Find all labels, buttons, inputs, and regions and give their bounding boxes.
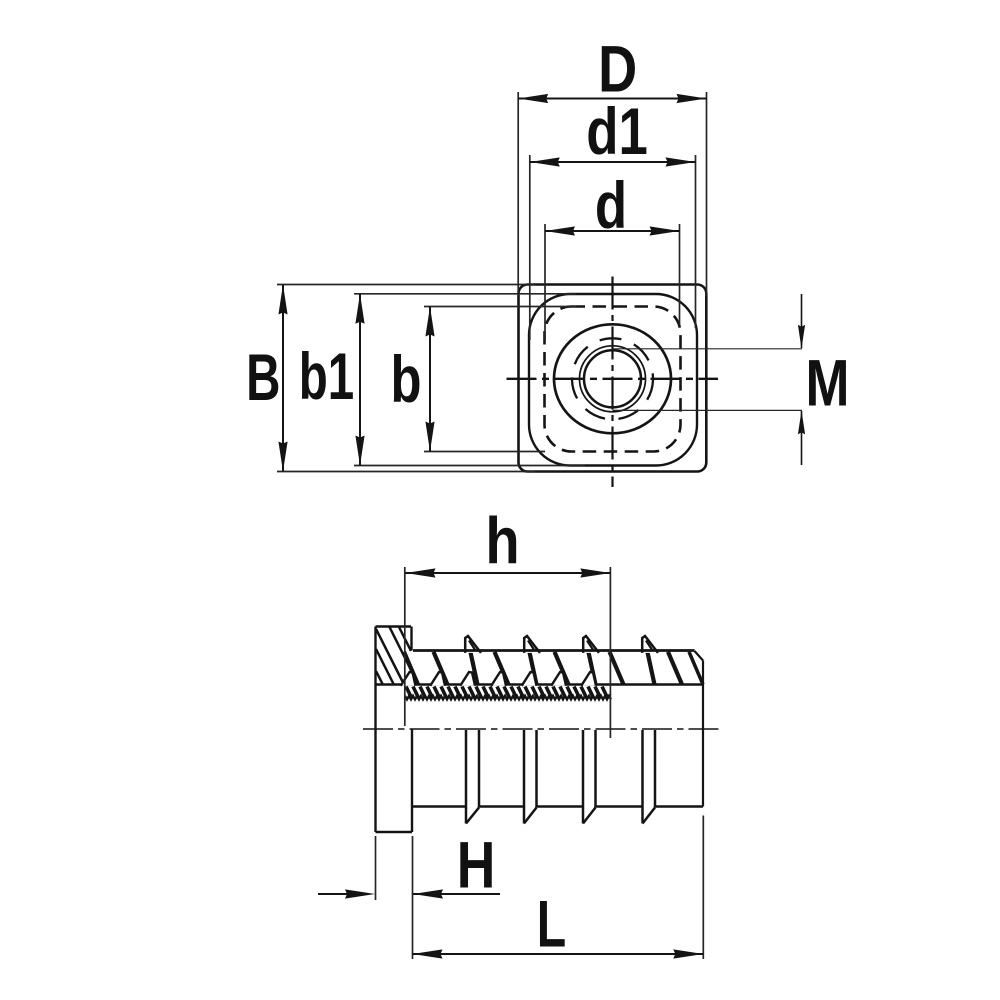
svg-text:b: b [390,344,421,417]
svg-text:b1: b1 [299,340,354,413]
svg-text:H: H [457,828,496,902]
svg-text:d: d [595,168,627,242]
svg-text:d1: d1 [586,94,648,168]
svg-text:L: L [537,888,566,961]
svg-text:D: D [598,31,637,105]
svg-text:M: M [806,346,850,420]
svg-text:h: h [485,504,519,577]
svg-text:B: B [246,341,280,414]
